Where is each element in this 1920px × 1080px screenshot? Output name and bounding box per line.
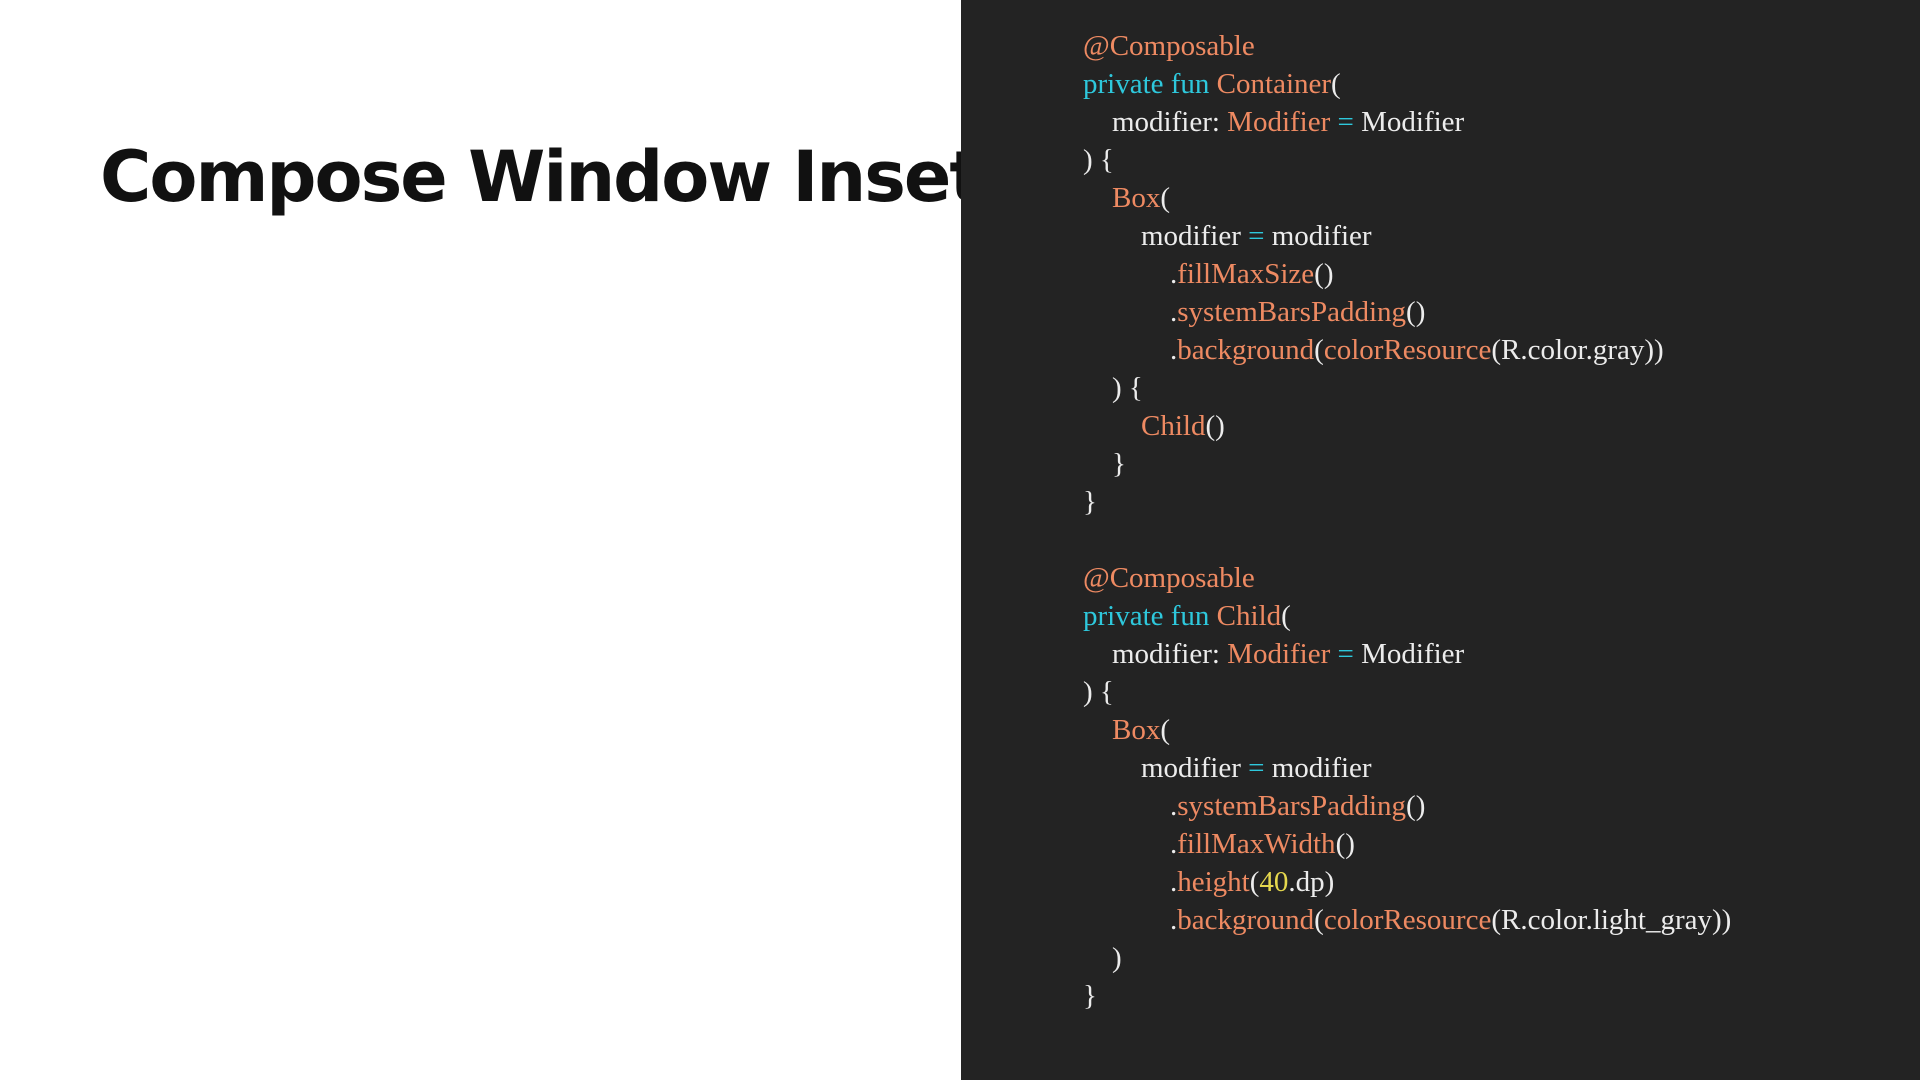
code-line: private fun Child( bbox=[1083, 597, 1731, 635]
code-token: ( bbox=[1160, 182, 1171, 214]
code-token: modifier bbox=[1083, 752, 1249, 784]
code-token bbox=[1083, 410, 1141, 442]
code-token: colorResource bbox=[1323, 904, 1492, 936]
code-line: } bbox=[1083, 977, 1731, 1015]
code-token: () bbox=[1205, 410, 1225, 442]
code-token: @Composable bbox=[1083, 30, 1255, 62]
code-token: ( bbox=[1331, 68, 1341, 100]
code-token: background bbox=[1177, 334, 1315, 366]
code-line: } bbox=[1083, 483, 1731, 521]
code-token bbox=[1083, 714, 1112, 746]
code-line: .background(colorResource(R.color.gray)) bbox=[1083, 331, 1731, 369]
code-token: (R.color.light_gray)) bbox=[1491, 904, 1732, 936]
code-token: Modifier bbox=[1227, 638, 1331, 670]
code-line: modifier: Modifier = Modifier bbox=[1083, 635, 1731, 673]
code-line: modifier = modifier bbox=[1083, 217, 1731, 255]
code-line bbox=[1083, 521, 1731, 559]
code-line: .systemBarsPadding() bbox=[1083, 293, 1731, 331]
code-token: = bbox=[1330, 106, 1362, 138]
code-token: ) { bbox=[1083, 144, 1114, 176]
code-token: .dp) bbox=[1288, 866, 1335, 898]
code-token: . bbox=[1083, 904, 1178, 936]
code-token bbox=[1083, 182, 1112, 214]
code-token: fillMaxWidth bbox=[1177, 828, 1336, 860]
code-line: @Composable bbox=[1083, 559, 1731, 597]
code-token: Modifier bbox=[1361, 106, 1465, 138]
code-line: Box( bbox=[1083, 711, 1731, 749]
code-token: Box bbox=[1112, 182, 1161, 214]
code-token: colorResource bbox=[1323, 334, 1492, 366]
code-token: systemBarsPadding bbox=[1177, 790, 1407, 822]
code-token: () bbox=[1406, 296, 1426, 328]
code-line: .fillMaxSize() bbox=[1083, 255, 1731, 293]
code-token: modifier: bbox=[1083, 106, 1228, 138]
code-token: fillMaxSize bbox=[1177, 258, 1315, 290]
code-token: } bbox=[1083, 980, 1097, 1012]
code-line: private fun Container( bbox=[1083, 65, 1731, 103]
code-token: modifier bbox=[1083, 220, 1249, 252]
code-token: ) { bbox=[1083, 372, 1143, 404]
code-token: . bbox=[1083, 296, 1178, 328]
code-line: .background(colorResource(R.color.light_… bbox=[1083, 901, 1731, 939]
code-token: modifier bbox=[1264, 752, 1372, 784]
code-token: ( bbox=[1281, 600, 1291, 632]
code-token: Modifier bbox=[1361, 638, 1465, 670]
code-token: } bbox=[1083, 486, 1097, 518]
code-token: modifier bbox=[1264, 220, 1372, 252]
code-token: () bbox=[1406, 790, 1426, 822]
code-token: = bbox=[1330, 638, 1362, 670]
code-token: ( bbox=[1249, 866, 1260, 898]
code-token: @Composable bbox=[1083, 562, 1255, 594]
code-token: Box bbox=[1112, 714, 1161, 746]
code-line: ) bbox=[1083, 939, 1731, 977]
code-token: ) bbox=[1083, 942, 1122, 974]
code-token: . bbox=[1083, 866, 1178, 898]
code-token: = bbox=[1248, 220, 1265, 252]
code-line: ) { bbox=[1083, 369, 1731, 407]
code-token: } bbox=[1083, 448, 1126, 480]
code-token: background bbox=[1177, 904, 1315, 936]
code-token: ) { bbox=[1083, 676, 1114, 708]
code-token: Child bbox=[1141, 410, 1206, 442]
code-token: Modifier bbox=[1227, 106, 1331, 138]
code-token: . bbox=[1083, 790, 1178, 822]
code-token: ( bbox=[1160, 714, 1171, 746]
code-line: modifier = modifier bbox=[1083, 749, 1731, 787]
code-token: private fun bbox=[1083, 68, 1217, 100]
code-token: ( bbox=[1314, 904, 1324, 936]
code-token: modifier: bbox=[1083, 638, 1228, 670]
code-token: height bbox=[1177, 866, 1250, 898]
code-line: .systemBarsPadding() bbox=[1083, 787, 1731, 825]
code-line: .height(40.dp) bbox=[1083, 863, 1731, 901]
code-token: 40 bbox=[1259, 866, 1289, 898]
code-token: private fun bbox=[1083, 600, 1217, 632]
code-line: modifier: Modifier = Modifier bbox=[1083, 103, 1731, 141]
code-token: systemBarsPadding bbox=[1177, 296, 1407, 328]
code-token: Container bbox=[1216, 68, 1332, 100]
slide-title: Compose Window Inset bbox=[100, 136, 983, 218]
code-token: . bbox=[1083, 258, 1178, 290]
code-line: ) { bbox=[1083, 141, 1731, 179]
title-panel: Compose Window Inset bbox=[100, 136, 983, 218]
code-token: . bbox=[1083, 334, 1178, 366]
code-token: () bbox=[1314, 258, 1334, 290]
code-token: ( bbox=[1314, 334, 1324, 366]
code-token: Child bbox=[1216, 600, 1282, 632]
code-token: (R.color.gray)) bbox=[1491, 334, 1664, 366]
code-line: .fillMaxWidth() bbox=[1083, 825, 1731, 863]
code-line: } bbox=[1083, 445, 1731, 483]
code-token: . bbox=[1083, 828, 1178, 860]
code-line: @Composable bbox=[1083, 27, 1731, 65]
code-line: ) { bbox=[1083, 673, 1731, 711]
code-line: Child() bbox=[1083, 407, 1731, 445]
code-line: Box( bbox=[1083, 179, 1731, 217]
code-token: () bbox=[1335, 828, 1355, 860]
code-token: = bbox=[1248, 752, 1265, 784]
